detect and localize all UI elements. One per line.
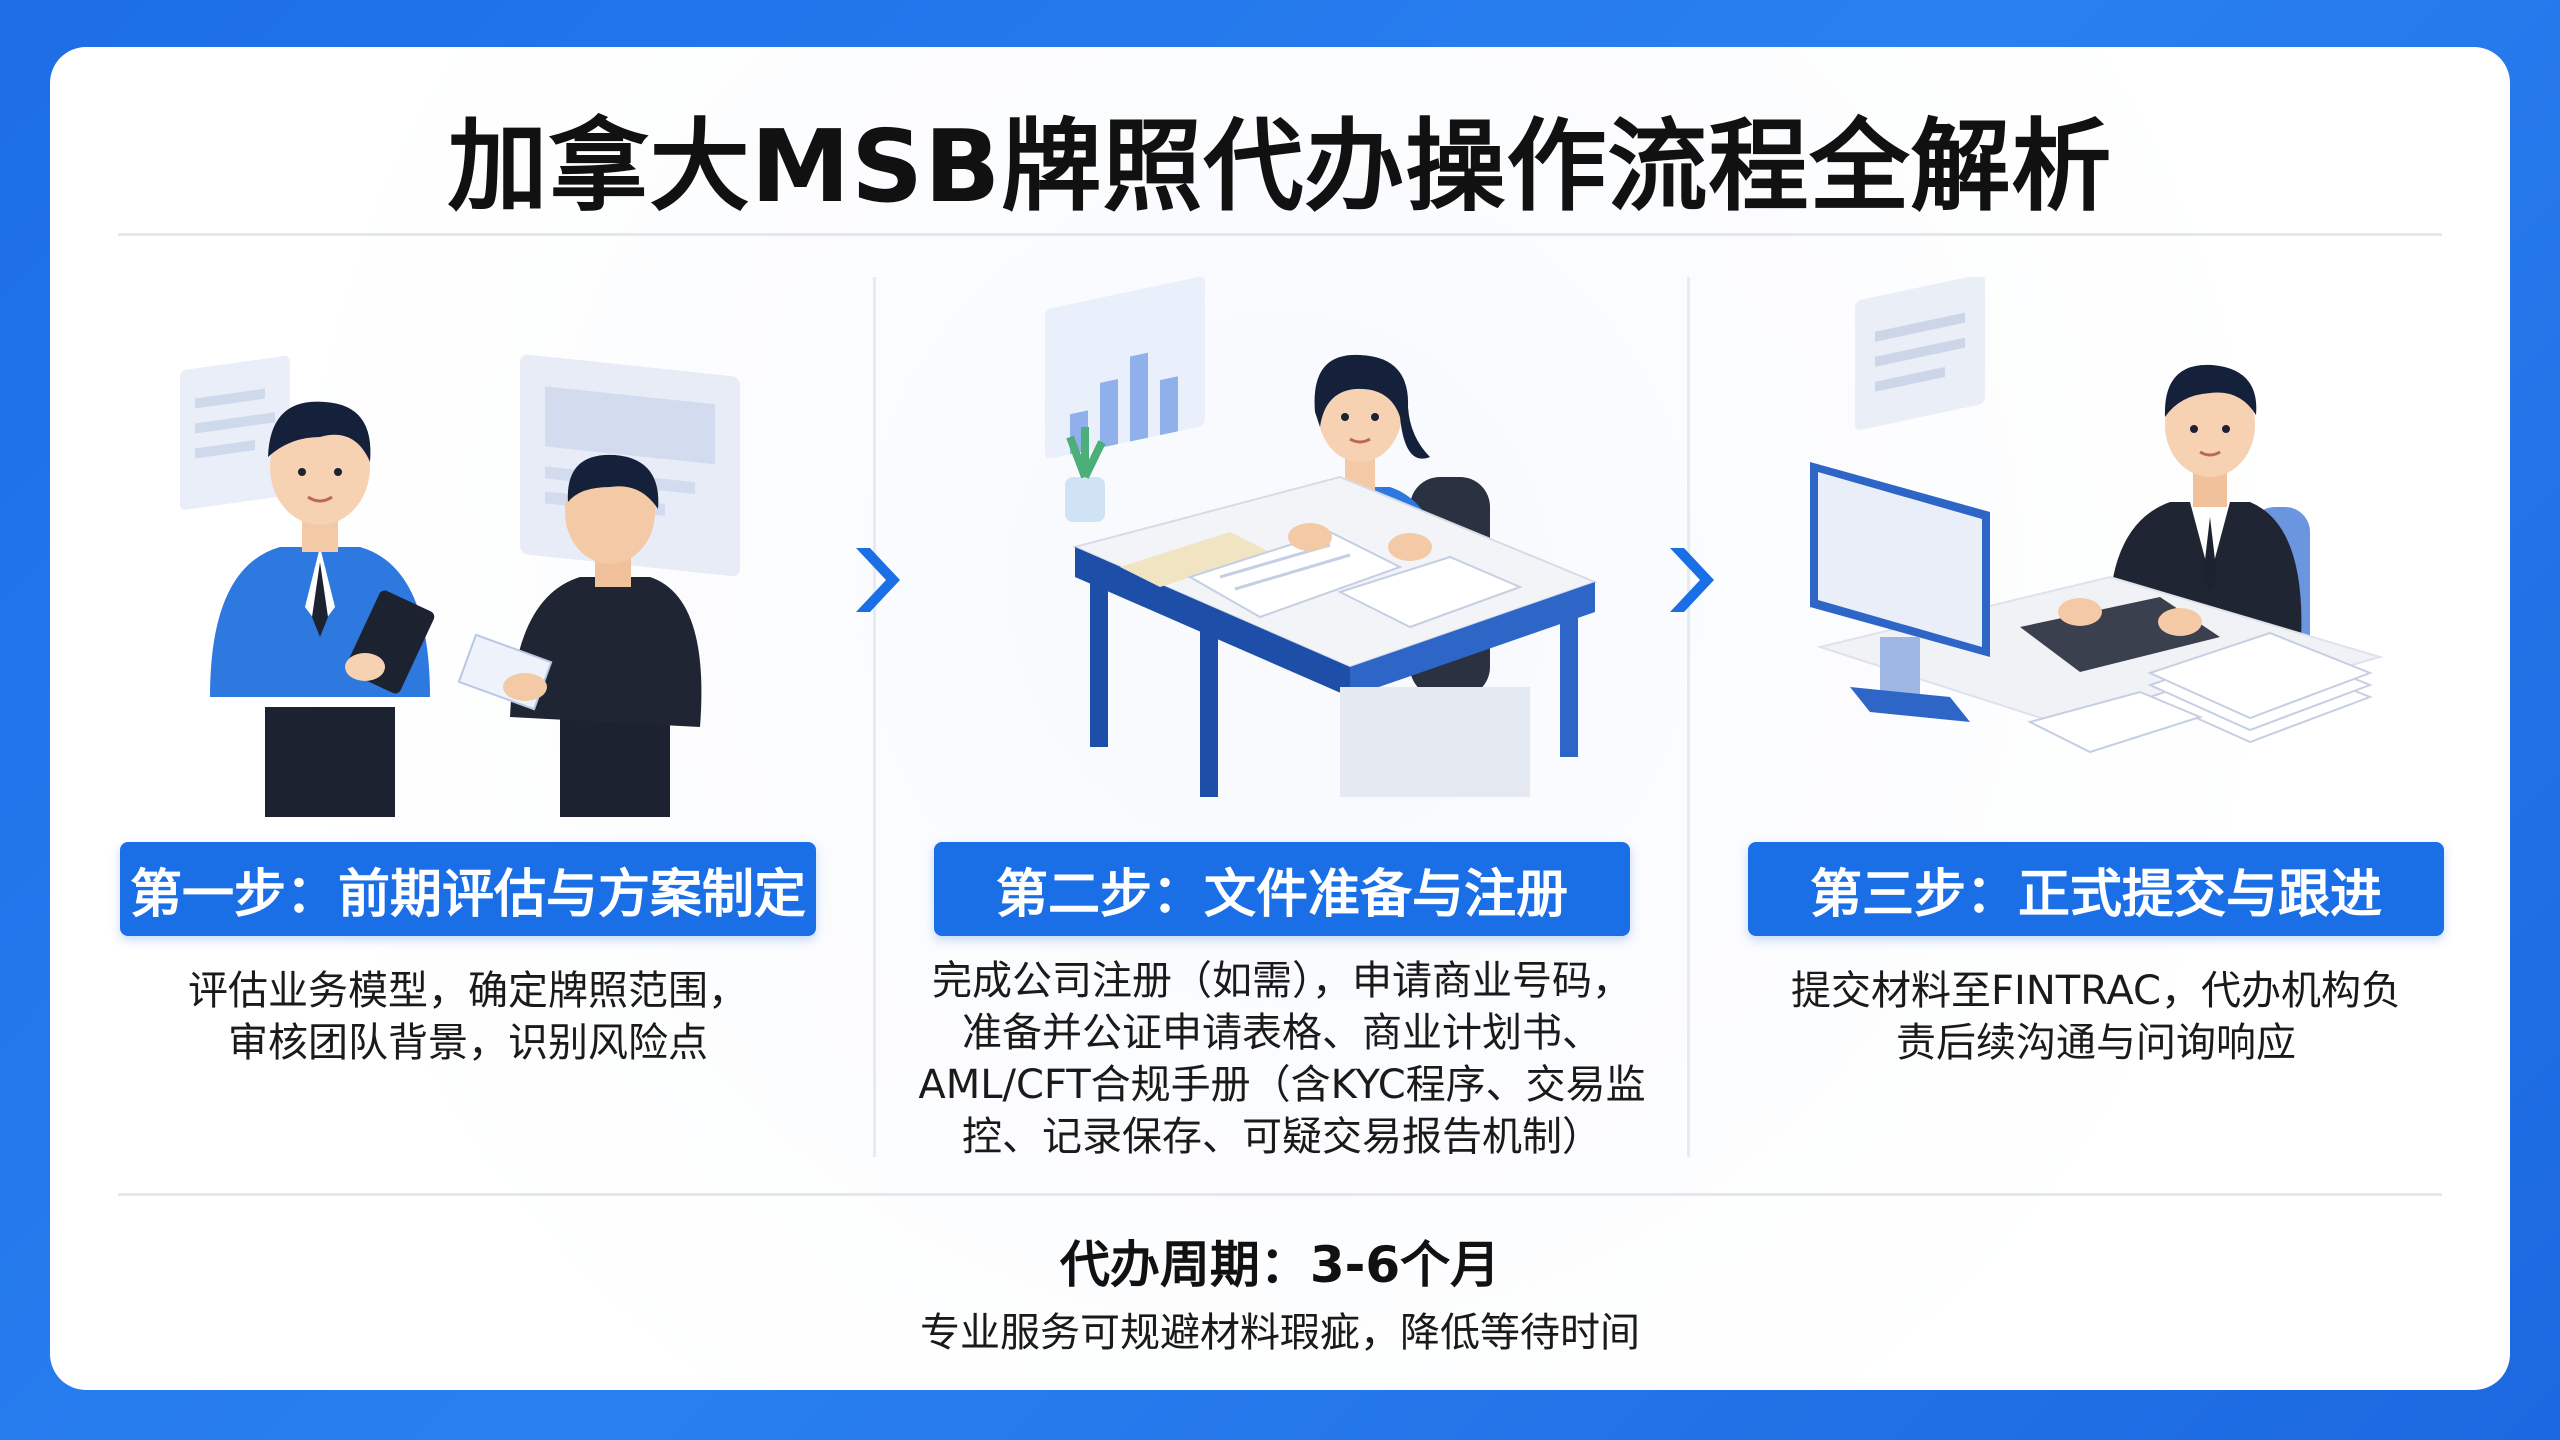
step-2-desc-line: 控、记录保存、可疑交易报告机制） [962, 1114, 1602, 1160]
consultation-illustration [170, 277, 810, 837]
step-1-desc-line: 审核团队背景，识别风险点 [228, 1020, 708, 1066]
step-2-description: 完成公司注册（如需），申请商业号码， 准备并公证申请表格、商业计划书、 AML/… [900, 955, 1664, 1163]
step-3-desc-line: 提交材料至FINTRAC，代办机构负 [1791, 968, 2401, 1014]
step-1-desc-line: 评估业务模型，确定牌照范围， [188, 968, 748, 1014]
column-divider-2 [1687, 277, 1690, 1157]
step-3-description: 提交材料至FINTRAC，代办机构负 责后续沟通与问询响应 [1748, 965, 2444, 1069]
computer-submission-illustration [1780, 277, 2400, 837]
cycle-title: 代办周期：3-6个月 [1059, 1236, 1501, 1294]
column-divider-1 [873, 277, 876, 1157]
step-2-desc-line: 完成公司注册（如需），申请商业号码， [932, 958, 1632, 1004]
step-3-desc-line: 责后续沟通与问询响应 [1896, 1020, 2296, 1066]
chevron-right-icon [1660, 540, 1720, 620]
cycle-note: 专业服务可规避材料瑕疵，降低等待时间 [920, 1310, 1640, 1356]
step-2-desc-line: AML/CFT合规手册（含KYC程序、交易监 [918, 1062, 1646, 1108]
step-1-description: 评估业务模型，确定牌照范围， 审核团队背景，识别风险点 [120, 965, 816, 1069]
top-divider [118, 233, 2442, 236]
page-title: 加拿大MSB牌照代办操作流程全解析 [447, 108, 2113, 225]
bottom-divider [118, 1193, 2442, 1196]
step-2-label: 第二步：文件准备与注册 [934, 842, 1630, 936]
chevron-right-icon [846, 540, 906, 620]
document-desk-illustration [1010, 277, 1610, 837]
step-3-label: 第三步：正式提交与跟进 [1748, 842, 2444, 936]
step-2-desc-line: 准备并公证申请表格、商业计划书、 [962, 1010, 1602, 1056]
main-card: 加拿大MSB牌照代办操作流程全解析 [50, 47, 2510, 1390]
step-1-label: 第一步：前期评估与方案制定 [120, 842, 816, 936]
